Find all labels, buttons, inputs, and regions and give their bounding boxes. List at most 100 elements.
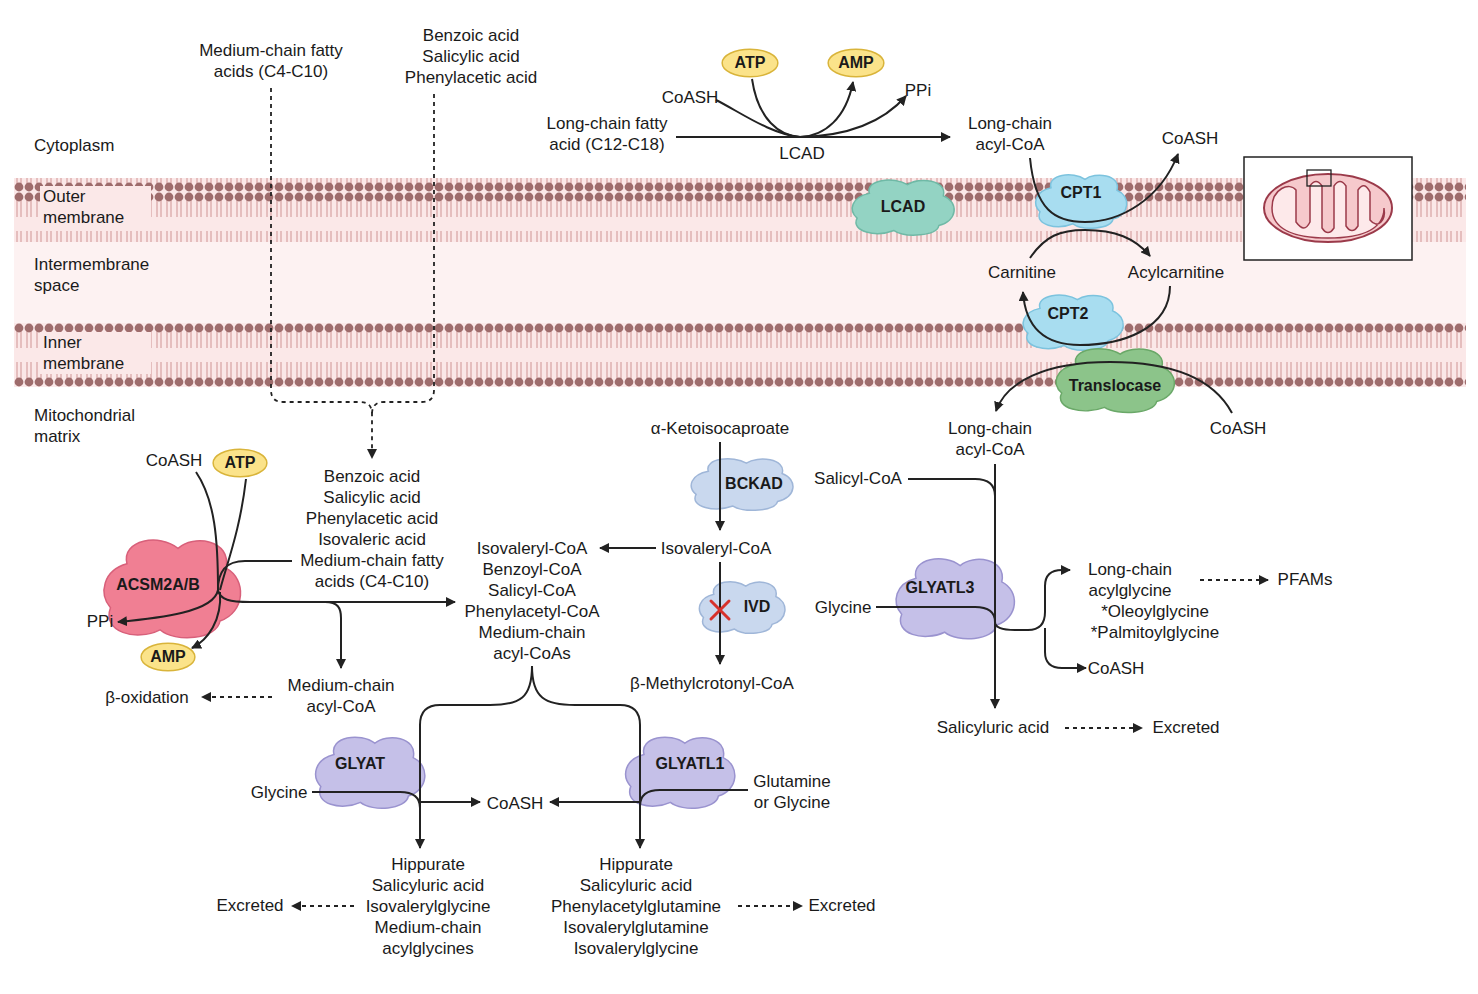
oval-shape [213,449,267,477]
oval-shape [722,49,778,77]
metabolite-label: Long-chain acyl-CoA [960,113,1060,155]
enzyme-name: BCKAD [725,475,783,493]
enzyme-name: IVD [744,598,771,616]
enzyme-name: CPT2 [1048,305,1089,323]
arrow-path [1045,628,1086,668]
metabolite-label: Salicyluric acid [580,875,692,896]
blob-shape [626,737,735,808]
enzyme-blob: GLYATL3 [890,553,1020,643]
mitochondrion-outer [1264,174,1392,242]
metabolite-label: CoASH [1210,418,1267,439]
blob-shape [104,540,240,638]
metabolite-label: Excreted [1152,717,1219,738]
inner-bilayer-group [14,323,1466,387]
enzyme-blob: BCKAD [686,455,798,513]
arrow-path [908,479,995,496]
metabolite-label: Medium-chain fatty acids (C4-C10) [290,550,455,592]
arrow-path [202,696,272,698]
region-label: Inner membrane [40,332,151,374]
metabolite-label: Medium-chain fatty acids (C4-C10) [189,40,354,82]
cofactor-oval: AMP [827,48,885,78]
dashed-arrows [202,88,1268,906]
enzyme-name: GLYATL1 [656,755,725,773]
blob-shape [699,582,785,634]
enzyme-name: AMP [838,54,874,72]
metabolite-label: Salicyluric acid [937,717,1049,738]
node-outline [695,578,789,636]
arrow-path [600,547,656,549]
metabolite-label: CoASH [146,450,203,471]
enzyme-name: Translocase [1069,377,1162,395]
metabolite-label: *Palmitoylglycine [1091,622,1220,643]
mitochondrion-inset [1244,157,1412,260]
arrow-path [550,801,640,803]
enzyme-blob: LCAD [847,176,959,238]
oval-shape [141,643,195,671]
metabolite-label: Isovaleryl-CoA [661,538,772,559]
metabolite-label: LCAD [779,143,824,164]
oval-shape [828,49,884,77]
metabolite-label: Hippurate [391,854,465,875]
metabolite-label: CoASH [662,87,719,108]
metabolite-label: Benzoic acid [423,25,519,46]
metabolite-label: Salicylic acid [422,46,519,67]
mitochondrion-cristae [1272,182,1384,239]
enzyme-name: ACSM2A/B [116,576,200,594]
arrow-path [218,590,455,602]
arrow-path [420,666,532,848]
metabolite-label: Isovaleryl-CoA [477,538,588,559]
metabolite-label: PPi [87,611,113,632]
metabolite-label: Phenylacetylglutamine [551,896,721,917]
metabolite-label: Salicyl-CoA [488,580,576,601]
metabolite-label: Phenylacetic acid [306,508,438,529]
metabolite-label: Salicylic acid [323,487,420,508]
arrow-path [1200,579,1268,581]
metabolite-label: CoASH [1162,128,1219,149]
transporter-blob: Translocase [1050,344,1180,416]
arrow-path [716,100,800,137]
metabolite-label: PFAMs [1278,569,1333,590]
blob-shape [1023,295,1123,350]
arrow-path [676,136,950,138]
metabolite-label: Long-chain acyl-CoA [940,418,1040,460]
metabolite-label: α-Ketoisocaproate [651,418,789,439]
arrow-path [532,666,640,848]
solid-arrows [118,79,1232,848]
inset-frame [1244,157,1412,260]
blob-shape [1036,175,1127,228]
metabolite-label: Isovalerylglutamine [563,917,709,938]
enzyme-blob: GLYAT [310,732,430,812]
metabolite-label: Medium-chain acyl-CoAs [467,622,597,664]
metabolite-label: Isovalerylglycine [574,938,699,959]
blob-shape [896,559,1014,639]
metabolite-label: Salicyluric acid [372,875,484,896]
blob-shape [691,459,793,511]
region-label: Intermembrane space [34,254,184,296]
node-outline [890,553,1020,643]
metabolite-label: Glycine [251,782,308,803]
metabolite-label: Isovalerylglycine [366,896,491,917]
enzyme-blob: ACSM2A/B [97,533,247,643]
enzyme-blob: CPT2 [1018,291,1128,353]
enzyme-blob: IVD [695,578,789,636]
blob-shape [316,737,425,808]
metabolite-label: CoASH [487,793,544,814]
metabolite-label: Long-chain fatty acid (C12-C18) [532,113,682,155]
enzyme-name: CPT1 [1061,184,1102,202]
metabolite-label: Glycine [815,597,872,618]
metabolite-label: CoASH [1088,658,1145,679]
metabolite-label: Glutamine or Glycine [747,771,837,813]
metabolite-label: Long-chain acylglycine [1075,559,1185,601]
arrow-path [1065,727,1142,729]
arrow-path [800,96,906,137]
metabolite-label: Benzoic acid [324,466,420,487]
inner-membrane-band [14,323,1466,387]
metabolite-label: PPi [905,80,931,101]
region-label: Mitochondrial matrix [34,405,164,447]
metabolite-label: Carnitine [988,262,1056,283]
metabolite-label: β-Methylcrotonyl-CoA [630,673,794,694]
region-label: Cytoplasm [34,135,114,156]
arrow-path [1030,230,1150,258]
arrow-path [752,79,853,137]
metabolite-label: Excreted [216,895,283,916]
